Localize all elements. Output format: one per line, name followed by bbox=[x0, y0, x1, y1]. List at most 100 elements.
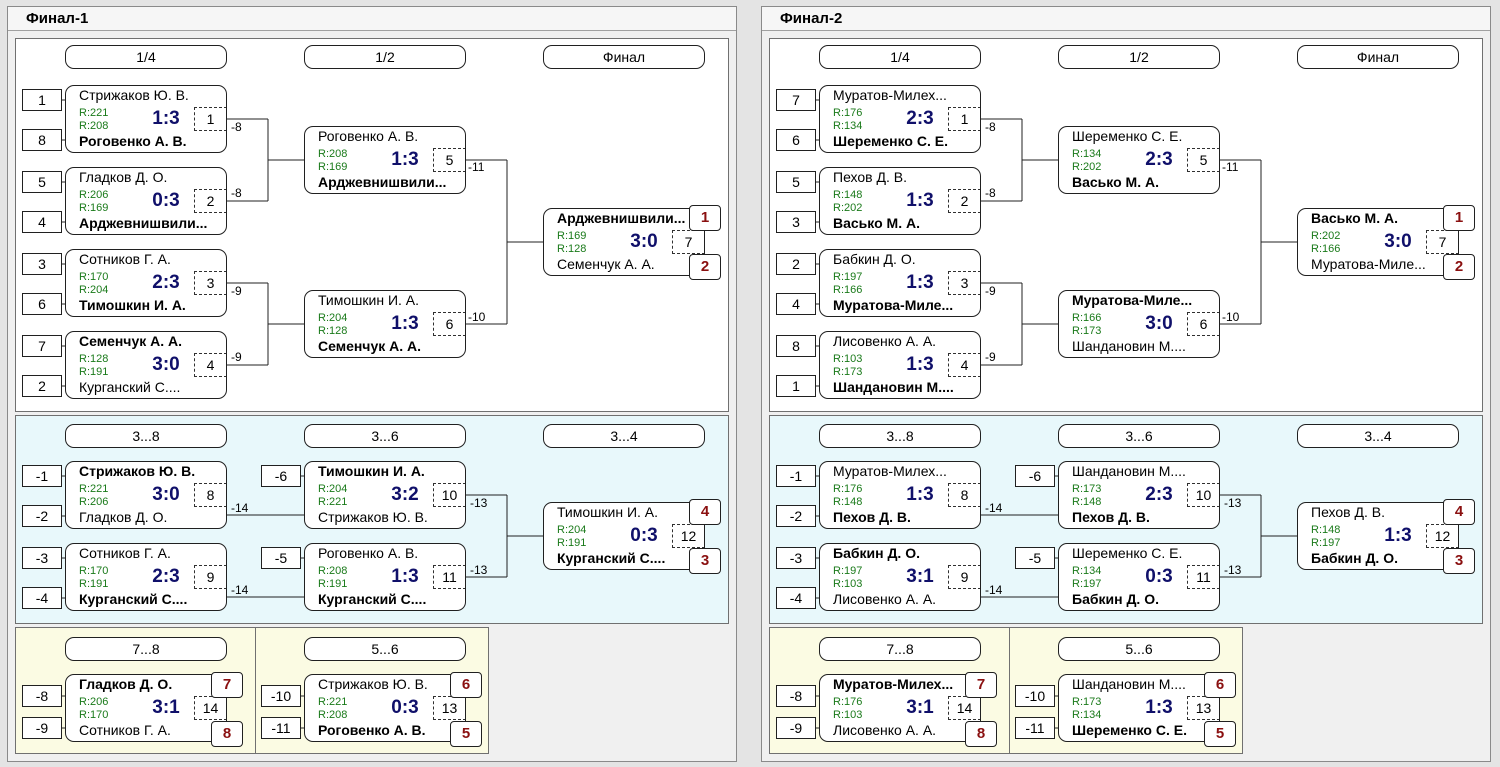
seed-box: -10 bbox=[261, 685, 301, 707]
player-1-rating: R:221 bbox=[79, 107, 109, 119]
player-1-name: Тимошкин И. А. bbox=[318, 292, 420, 308]
player-2-rating: R:202 bbox=[833, 202, 863, 214]
player-1-name: Роговенко А. В. bbox=[318, 545, 419, 561]
player-1-rating: R:173 bbox=[1072, 696, 1102, 708]
match-number: 8 bbox=[194, 483, 226, 507]
round-header-c78: 7...8 bbox=[65, 637, 227, 661]
round-header-r1: 1/4 bbox=[65, 45, 227, 69]
player-2-rating: R:191 bbox=[79, 578, 109, 590]
player-2-name: Тимошкин И. А. bbox=[79, 297, 186, 313]
player-1-name: Роговенко А. В. bbox=[318, 128, 419, 144]
loser-label: -9 bbox=[231, 350, 242, 364]
match-score: 1:3 bbox=[906, 190, 934, 211]
player-1-rating: R:221 bbox=[318, 696, 348, 708]
player-2-name: Бабкин Д. О. bbox=[1072, 591, 1159, 607]
player-2-name: Лисовенко А. А. bbox=[833, 722, 937, 738]
player-2-name: Шандановин М.... bbox=[1072, 338, 1186, 354]
player-1-rating: R:103 bbox=[833, 353, 863, 365]
match-number: 6 bbox=[1187, 312, 1219, 336]
place-badge: 3 bbox=[1443, 548, 1475, 574]
seed-box: -6 bbox=[1015, 465, 1055, 487]
player-2-name: Шеременко С. Е. bbox=[833, 133, 948, 149]
round-header-c36: 3...6 bbox=[304, 424, 466, 448]
seed-box: 1 bbox=[776, 375, 816, 397]
player-1-name: Муратов-Милех... bbox=[833, 676, 954, 692]
match-number: 4 bbox=[948, 353, 980, 377]
player-2-name: Муратова-Миле... bbox=[1311, 256, 1426, 272]
player-1-rating: R:128 bbox=[79, 353, 109, 365]
player-2-name: Стрижаков Ю. В. bbox=[318, 509, 428, 525]
place-badge: 1 bbox=[1443, 205, 1475, 231]
place-badge: 6 bbox=[450, 672, 482, 698]
player-1-rating: R:170 bbox=[79, 565, 109, 577]
player-1-name: Лисовенко А. А. bbox=[833, 333, 937, 349]
match-score: 2:3 bbox=[152, 272, 180, 293]
seed-box: -5 bbox=[1015, 547, 1055, 569]
place-badge: 5 bbox=[1204, 721, 1236, 747]
player-2-rating: R:148 bbox=[1072, 496, 1102, 508]
match-score: 2:3 bbox=[1145, 149, 1173, 170]
seed-box: 6 bbox=[22, 293, 62, 315]
player-2-name: Гладков Д. О. bbox=[79, 509, 168, 525]
match-number: 2 bbox=[948, 189, 980, 213]
player-1-name: Сотников Г. А. bbox=[79, 251, 171, 267]
player-2-name: Шеременко С. Е. bbox=[1072, 722, 1187, 738]
match-number: 7 bbox=[1426, 230, 1458, 254]
match-number: 2 bbox=[194, 189, 226, 213]
seed-box: -8 bbox=[22, 685, 62, 707]
seed-box: -11 bbox=[1015, 717, 1055, 739]
loser-label: -13 bbox=[1224, 563, 1242, 577]
player-2-rating: R:169 bbox=[318, 161, 348, 173]
round-header-c38: 3...8 bbox=[819, 424, 981, 448]
player-2-rating: R:134 bbox=[833, 120, 863, 132]
player-2-name: Курганский С.... bbox=[79, 591, 188, 607]
player-2-name: Арджевнишвили... bbox=[79, 215, 208, 231]
seed-box: -9 bbox=[776, 717, 816, 739]
match-score: 3:0 bbox=[1145, 313, 1173, 334]
place-badge: 3 bbox=[689, 548, 721, 574]
player-2-rating: R:191 bbox=[318, 578, 348, 590]
loser-label: -13 bbox=[470, 496, 488, 510]
seed-box: 4 bbox=[776, 293, 816, 315]
match-score: 2:3 bbox=[152, 566, 180, 587]
place-badge: 4 bbox=[1443, 499, 1475, 525]
match-score: 0:3 bbox=[1145, 566, 1173, 587]
place-badge: 7 bbox=[965, 672, 997, 698]
player-2-name: Роговенко А. В. bbox=[79, 133, 187, 149]
match-score: 0:3 bbox=[391, 697, 419, 718]
loser-label: -9 bbox=[231, 284, 242, 298]
player-1-name: Стрижаков Ю. В. bbox=[79, 463, 196, 479]
match-score: 1:3 bbox=[1384, 525, 1412, 546]
place-badge: 2 bbox=[689, 254, 721, 280]
match-score: 1:3 bbox=[391, 313, 419, 334]
